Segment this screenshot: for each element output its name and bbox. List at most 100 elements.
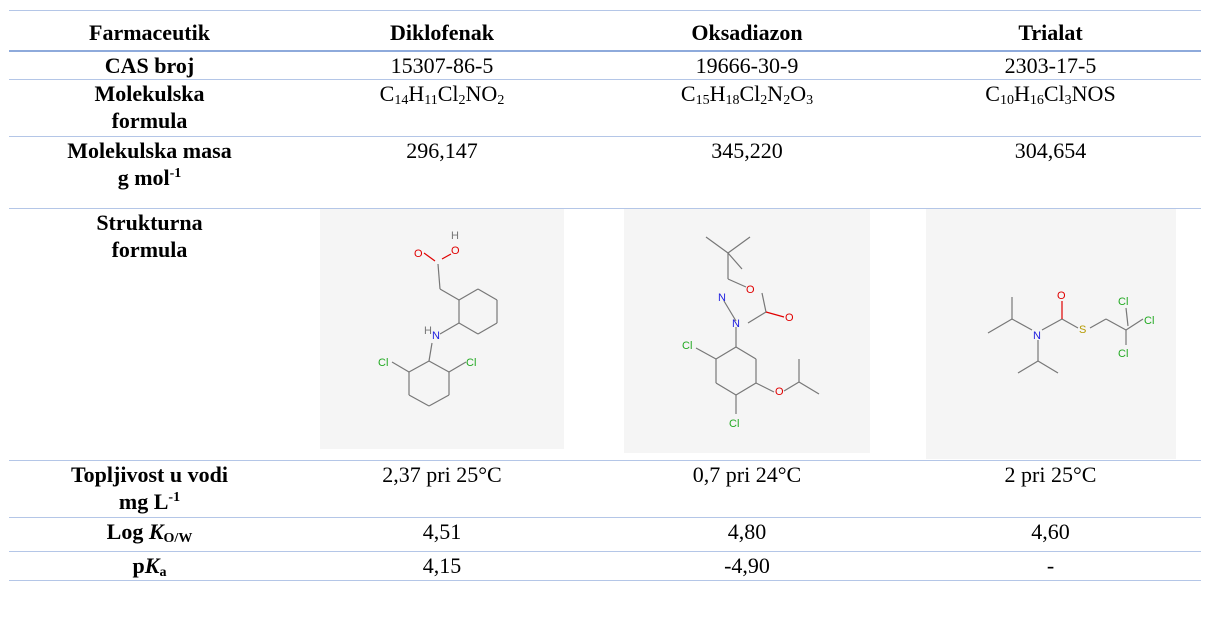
formula-element: NOS	[1071, 81, 1116, 106]
chlorine-atom-label: Cl	[1118, 348, 1128, 360]
label-unit: mg L	[118, 489, 169, 514]
row-pka: pKa 4,15 -4,90 -	[9, 551, 1201, 581]
formula-subscript: 14	[394, 93, 409, 108]
formula-element: C	[985, 81, 1000, 106]
formula-element: Cl	[1043, 81, 1065, 106]
header-cell: Trialat	[900, 10, 1201, 52]
cell-value: -	[900, 551, 1201, 581]
oxygen-atom-label: O	[1057, 290, 1066, 302]
formula-subscript: 2	[783, 93, 791, 108]
cell-value: 0,7 pri 24°C	[594, 460, 900, 518]
cell-value: 19666-30-9	[594, 50, 900, 80]
label-italic: K	[148, 519, 164, 544]
row-formula: Molekulska formula C14H11Cl2NO2 C15H18Cl…	[9, 79, 1201, 137]
oxygen-atom-label: O	[785, 312, 794, 324]
cell-value: 296,147	[290, 136, 594, 209]
cell-value: 2 pri 25°C	[900, 460, 1201, 518]
oxygen-atom-label: O	[451, 245, 460, 257]
row-label: Molekulska masa g mol-1	[9, 136, 290, 209]
row-label: Molekulska formula	[9, 79, 290, 137]
formula-element: Cl	[739, 81, 761, 106]
row-mass: Molekulska masa g mol-1 296,147 345,220 …	[9, 136, 1201, 209]
label-line: Strukturna	[96, 210, 203, 235]
row-logk: Log KO/W 4,51 4,80 4,60	[9, 517, 1201, 552]
label-line: Molekulska	[94, 81, 205, 106]
hydrogen-atom-label: H	[451, 230, 459, 242]
label-subscript: O/W	[163, 531, 193, 546]
row-label: Log KO/W	[9, 517, 290, 552]
structure-cell: O O H H N Cl Cl	[290, 208, 594, 461]
label-exponent: -1	[168, 490, 181, 505]
row-label: pKa	[9, 551, 290, 581]
label-subscript: a	[159, 565, 167, 580]
oxygen-atom-label: O	[775, 386, 784, 398]
formula-subscript: 18	[725, 93, 740, 108]
row-label: CAS broj	[9, 50, 290, 80]
sulfur-atom-label: S	[1079, 324, 1086, 336]
formula-subscript: 11	[424, 93, 438, 108]
nitrogen-atom-label: N	[1033, 330, 1041, 342]
chlorine-atom-label: Cl	[729, 418, 739, 430]
formula-subscript: 16	[1029, 93, 1044, 108]
formula-element: C	[379, 81, 395, 106]
properties-table: Farmaceutik Diklofenak Oksadiazon Triala…	[9, 10, 1201, 581]
diclofenac-structure-image: O O H H N Cl Cl	[320, 209, 564, 449]
cell-value: 4,80	[594, 517, 900, 552]
label-italic: K	[144, 553, 160, 578]
formula-element: H	[1013, 81, 1030, 106]
cell-value: 4,15	[290, 551, 594, 581]
header-cell: Farmaceutik	[9, 10, 290, 52]
formula-subscript: 15	[695, 93, 710, 108]
nitrogen-atom-label: N	[718, 292, 726, 304]
cell-value: -4,90	[594, 551, 900, 581]
label-line: formula	[111, 237, 188, 262]
formula-element: C	[680, 81, 696, 106]
structure-cell: O N S Cl Cl Cl	[900, 208, 1201, 461]
chlorine-atom-label: Cl	[466, 357, 476, 369]
label-line: Molekulska masa	[67, 138, 232, 163]
formula-subscript: 3	[806, 93, 814, 108]
label-unit: g mol	[117, 165, 170, 190]
formula-element: N	[767, 81, 784, 106]
formula-element: O	[790, 81, 807, 106]
formula-cell: C14H11Cl2NO2	[290, 79, 594, 137]
formula-cell: C10H16Cl3NOS	[900, 79, 1201, 137]
oxygen-atom-label: O	[746, 284, 755, 296]
hydrogen-atom-label: H	[424, 325, 432, 337]
cell-value: 15307-86-5	[290, 50, 594, 80]
formula-subscript: 10	[999, 93, 1014, 108]
row-label: Strukturna formula	[9, 208, 290, 461]
cell-value: 4,60	[900, 517, 1201, 552]
chlorine-atom-label: Cl	[1144, 315, 1154, 327]
cell-value: 2303-17-5	[900, 50, 1201, 80]
formula-subscript: 2	[497, 93, 505, 108]
label-main: p	[132, 553, 145, 578]
nitrogen-atom-label: N	[732, 318, 740, 330]
formula-element: H	[709, 81, 726, 106]
nitrogen-atom-label: N	[432, 330, 440, 342]
chlorine-atom-label: Cl	[682, 340, 692, 352]
formula-subscript: 2	[458, 93, 466, 108]
header-cell: Oksadiazon	[594, 10, 900, 52]
triallate-structure-image: O N S Cl Cl Cl	[925, 209, 1176, 459]
cell-value: 304,654	[900, 136, 1201, 209]
oxadiazon-structure-image: O O O N N Cl Cl	[624, 209, 870, 453]
row-solubility: Topljivost u vodi mg L-1 2,37 pri 25°C 0…	[9, 460, 1201, 518]
formula-element: Cl	[437, 81, 459, 106]
formula-element: NO	[465, 81, 498, 106]
formula-subscript: 2	[760, 93, 768, 108]
cell-value: 4,51	[290, 517, 594, 552]
cell-value: 345,220	[594, 136, 900, 209]
label-line: formula	[111, 108, 188, 133]
chlorine-atom-label: Cl	[378, 357, 388, 369]
chlorine-atom-label: Cl	[1118, 296, 1128, 308]
formula-element: H	[408, 81, 425, 106]
row-structure: Strukturna formula O	[9, 208, 1201, 461]
formula-subscript: 3	[1064, 93, 1072, 108]
structure-cell: O O O N N Cl Cl	[594, 208, 900, 461]
header-row: Farmaceutik Diklofenak Oksadiazon Triala…	[9, 10, 1201, 52]
label-exponent: -1	[169, 166, 182, 181]
oxygen-atom-label: O	[414, 248, 423, 260]
cell-value: 2,37 pri 25°C	[290, 460, 594, 518]
header-cell: Diklofenak	[290, 10, 594, 52]
